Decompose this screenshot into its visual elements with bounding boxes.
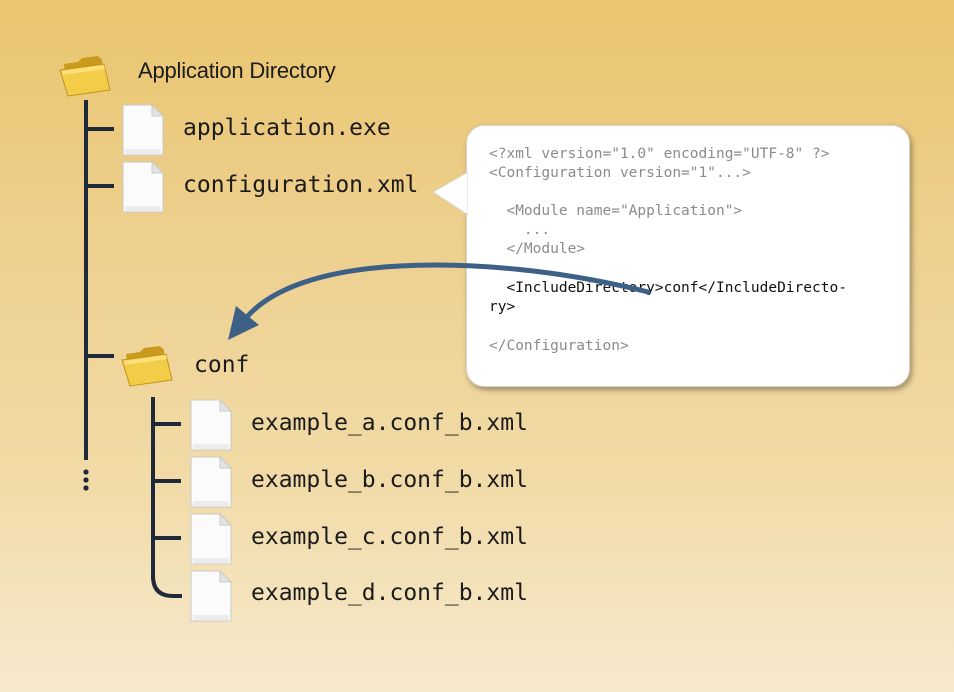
- folder-icon: [59, 56, 111, 97]
- arrow-shaft: [243, 262, 651, 321]
- more-dot: [83, 469, 89, 475]
- arrow-head-icon: [228, 306, 259, 340]
- file-name-application: application.exe: [183, 115, 391, 141]
- xml-line-configuration-open: <Configuration version="1"...>: [489, 165, 751, 181]
- file-icon: [190, 513, 232, 565]
- subtree-branch-b: [151, 479, 181, 483]
- xml-line-declaration: <?xml version="1.0" encoding="UTF-8" ?>: [489, 146, 830, 162]
- file-name-example-b: example_b.conf_b.xml: [251, 467, 528, 493]
- more-dot: [83, 485, 89, 491]
- file-name-example-a: example_a.conf_b.xml: [251, 410, 528, 436]
- tree-trunk-line: [84, 100, 88, 460]
- xml-line-ellipsis: ...: [489, 222, 551, 238]
- xml-line-module-open: <Module name="Application">: [489, 203, 743, 219]
- subtree-branch-a: [151, 422, 181, 426]
- xml-callout-bubble: [466, 125, 910, 387]
- file-icon: [122, 104, 164, 156]
- file-name-example-d: example_d.conf_b.xml: [251, 580, 528, 606]
- tree-branch-application: [84, 127, 114, 131]
- file-icon: [190, 570, 232, 622]
- folder-name-conf: conf: [194, 352, 250, 378]
- file-icon: [190, 399, 232, 451]
- folder-icon: [121, 346, 173, 387]
- xml-line-configuration-close: </Configuration>: [489, 338, 629, 354]
- more-dot: [83, 477, 89, 483]
- xml-line-module-close: </Module>: [489, 241, 586, 257]
- file-icon: [122, 161, 164, 213]
- tree-branch-configuration: [84, 184, 114, 188]
- root-directory-label: Application Directory: [138, 58, 336, 83]
- xml-line-include-directory: <IncludeDirectory>conf</IncludeDirecto-: [489, 280, 847, 296]
- file-name-example-c: example_c.conf_b.xml: [251, 524, 528, 550]
- tree-branch-conf: [84, 354, 114, 358]
- file-icon: [190, 456, 232, 508]
- file-name-configuration: configuration.xml: [183, 172, 419, 198]
- subtree-branch-c: [151, 536, 181, 540]
- xml-line-include-directory-cont: ry>: [489, 299, 516, 315]
- subtree-branch-d: [151, 575, 182, 598]
- subtree-trunk-line: [151, 397, 155, 579]
